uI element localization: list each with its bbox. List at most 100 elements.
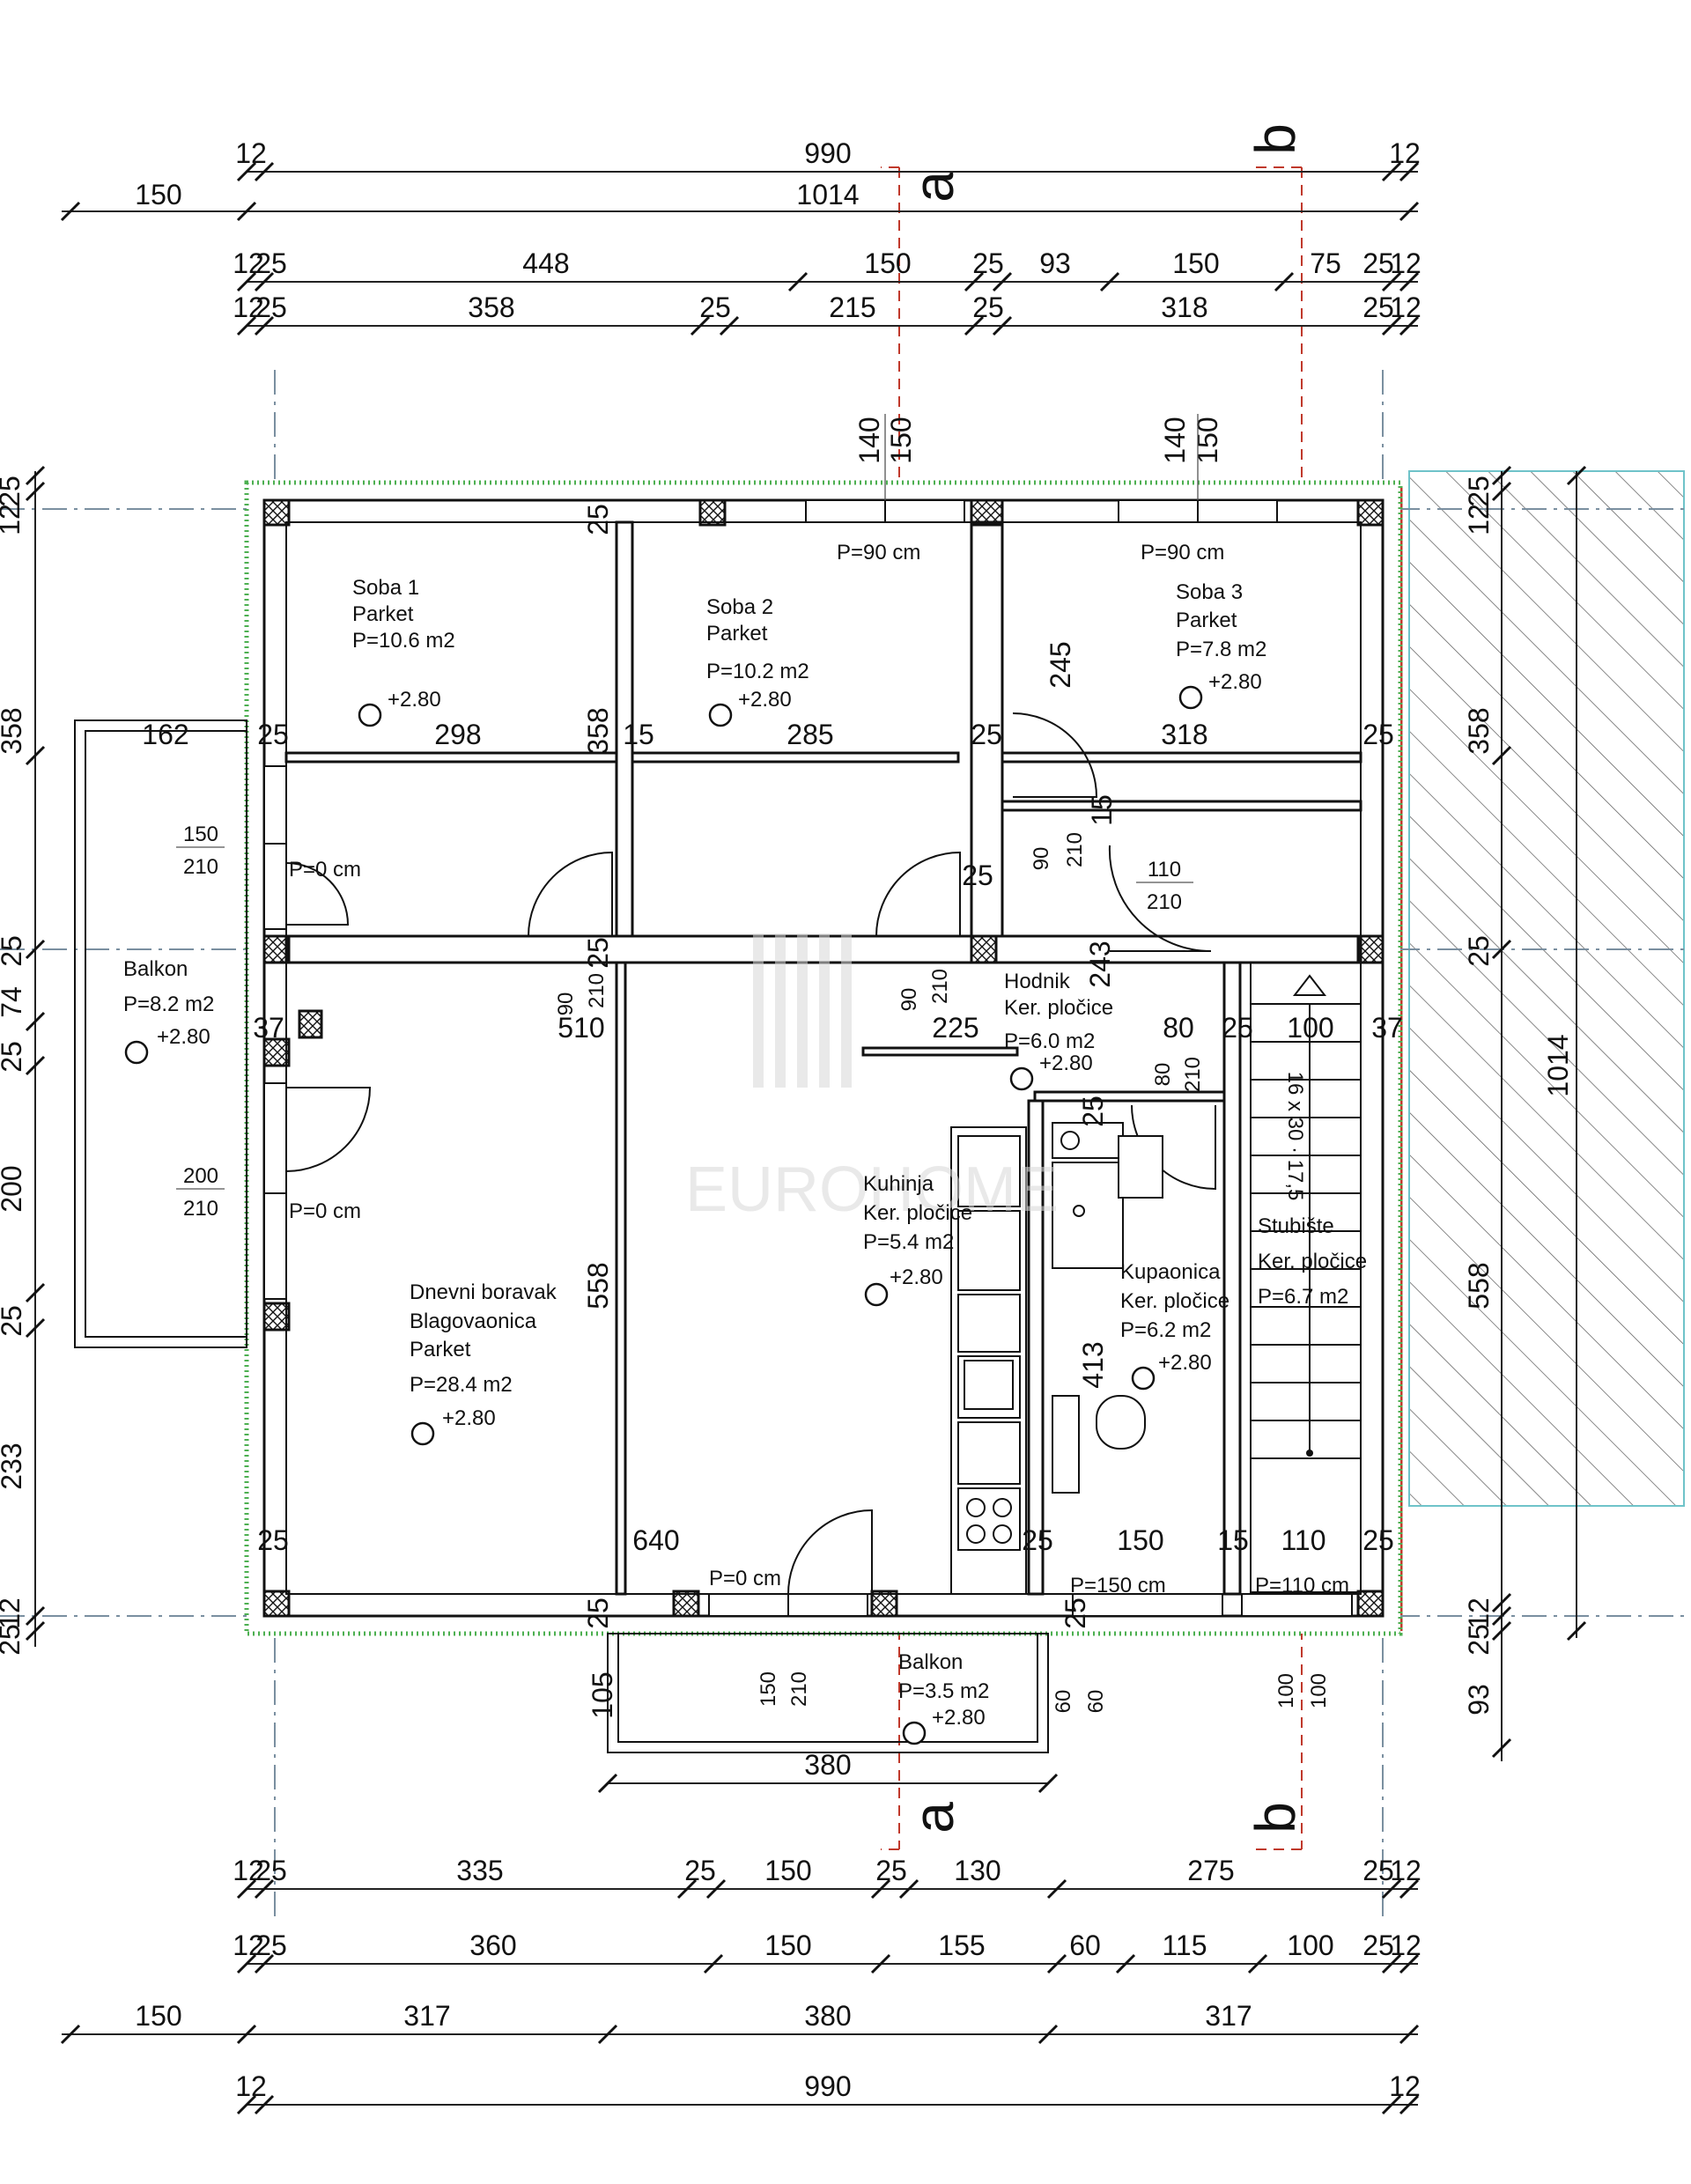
win-b2-b: 100 [1307,1673,1331,1708]
room-area: P=28.4 m2 [410,1373,513,1397]
door-bath-height: 210 [1181,1057,1205,1092]
win-b1-a: 60 [1052,1690,1075,1714]
dim-25l: 25 [1060,1597,1091,1629]
room-area: P=5.4 m2 [863,1230,954,1254]
right-dim-93: 93 [1463,1684,1495,1715]
room-level: +2.80 [890,1265,943,1289]
dim-25i: 25 [1362,1524,1394,1556]
room-area: P=10.2 m2 [706,660,809,683]
dim-25m: 25 [962,860,993,891]
door-s1-width: 90 [554,992,578,1016]
room-level: +2.80 [388,688,441,712]
door-s3-height: 210 [1063,832,1087,867]
dim-37b: 37 [1371,1012,1403,1044]
dim-25h: 25 [1022,1524,1053,1556]
right-dim-12b: 12 [1463,1597,1495,1629]
right-dim-358: 358 [1463,707,1495,754]
left-dimensions [25,465,46,1647]
room-kupaonica: Kupaonica Ker. pločice P=6.2 m2 +2.80 [1120,1260,1229,1391]
win-top1-parapet: P=90 cm [837,541,920,564]
left-dim-74: 74 [0,986,27,1018]
top-dimensions [60,161,1420,336]
room-floor: Parket [1176,609,1237,632]
top-dim-12b: 12 [1389,137,1421,169]
bot-r1-12a: 12 [233,1855,264,1886]
dim-37a: 37 [253,1012,284,1044]
top-r3-93: 93 [1039,247,1071,279]
top-r3-75: 75 [1310,247,1341,279]
bot-r4-990: 990 [804,2070,851,2102]
room-soba3: Soba 3 Parket P=7.8 m2 +2.80 [1176,580,1266,710]
bot-r1-25b: 25 [684,1855,716,1886]
bot-r1-150: 150 [764,1855,811,1886]
room-area: P=6.7 m2 [1258,1285,1348,1309]
top-r4-12a: 12 [233,291,264,323]
room-floor: Parket [410,1338,471,1361]
top-dim-12a: 12 [235,137,267,169]
dim-25e: 25 [582,937,614,969]
room-level: +2.80 [157,1025,210,1049]
top-r3-12b: 12 [1390,247,1421,279]
dim-318: 318 [1161,719,1207,750]
win-left2-height: 210 [183,1197,218,1221]
level-marker-icon [902,1721,927,1745]
door-balk-height: 210 [787,1671,811,1707]
dim-285: 285 [786,719,833,750]
door-hall-width: 110 [1148,858,1181,882]
bot-r4-12b: 12 [1389,2070,1421,2102]
room-floor: Ker. pločice [1258,1250,1367,1273]
top-r3-12a: 12 [233,247,264,279]
dim-298: 298 [434,719,481,750]
left-dim-12b: 12 [0,1597,26,1629]
room-area: P=6.2 m2 [1120,1318,1211,1342]
top-r3-448: 448 [522,247,569,279]
level-marker-icon [1178,685,1203,710]
room-floor: Ker. pločice [863,1201,972,1225]
level-marker-icon [1131,1366,1156,1391]
room-name: Stubište [1258,1214,1334,1238]
door-s1-height: 210 [585,973,609,1008]
bot-r2-25a: 25 [255,1929,287,1961]
watermark: EUROHOME [685,933,1059,1225]
win-top2-140: 140 [1159,417,1191,463]
top-dim-1014: 1014 [796,179,859,210]
bot-r1-12b: 12 [1390,1855,1421,1886]
bot-r3-150: 150 [135,2000,181,2032]
bot-r1-25c: 25 [875,1855,907,1886]
section-mark-b-bottom: b [1244,1802,1307,1834]
right-dimensions [1491,465,1587,1761]
room-name: Soba 2 [706,595,773,619]
door-bath-width: 80 [1151,1063,1175,1087]
left-dim-25d: 25 [0,1305,27,1337]
bot-r1-335: 335 [456,1855,503,1886]
dim-25f: 25 [1222,1012,1253,1044]
bot-r2-60: 60 [1069,1929,1101,1961]
bot-r1-275: 275 [1187,1855,1234,1886]
bot-r2-155: 155 [938,1929,985,1961]
top-r3-25b: 25 [972,247,1004,279]
dim-510: 510 [558,1012,604,1044]
dim-25g: 25 [257,1524,289,1556]
room-level: +2.80 [1158,1351,1212,1375]
win-left1-parapet: P=0 cm [289,858,361,882]
staircase [1250,962,1362,1593]
room-level: +2.80 [738,688,792,712]
room-floor: Ker. pločice [1120,1289,1229,1313]
right-dim-25b: 25 [1463,935,1495,967]
door-balk-width: 150 [757,1671,780,1707]
room-area: P=10.6 m2 [352,629,455,653]
top-r4-25d: 25 [1362,291,1394,323]
bot-r1-25a: 25 [255,1855,287,1886]
dim-15a: 15 [623,719,654,750]
top-r3-150: 150 [864,247,911,279]
room-kuhinja: Kuhinja Ker. pločice P=5.4 m2 +2.80 [863,1172,972,1307]
dim-413: 413 [1077,1341,1109,1388]
win-left2-width: 200 [183,1164,218,1188]
watermark-text: EUROHOME [685,1155,1059,1225]
win-top2-150: 150 [1192,417,1223,463]
win-top1-140: 140 [853,417,885,463]
top-r4-215: 215 [829,291,875,323]
room-area: P=8.2 m2 [123,992,214,1016]
room-area: P=6.0 m2 [1004,1029,1095,1053]
